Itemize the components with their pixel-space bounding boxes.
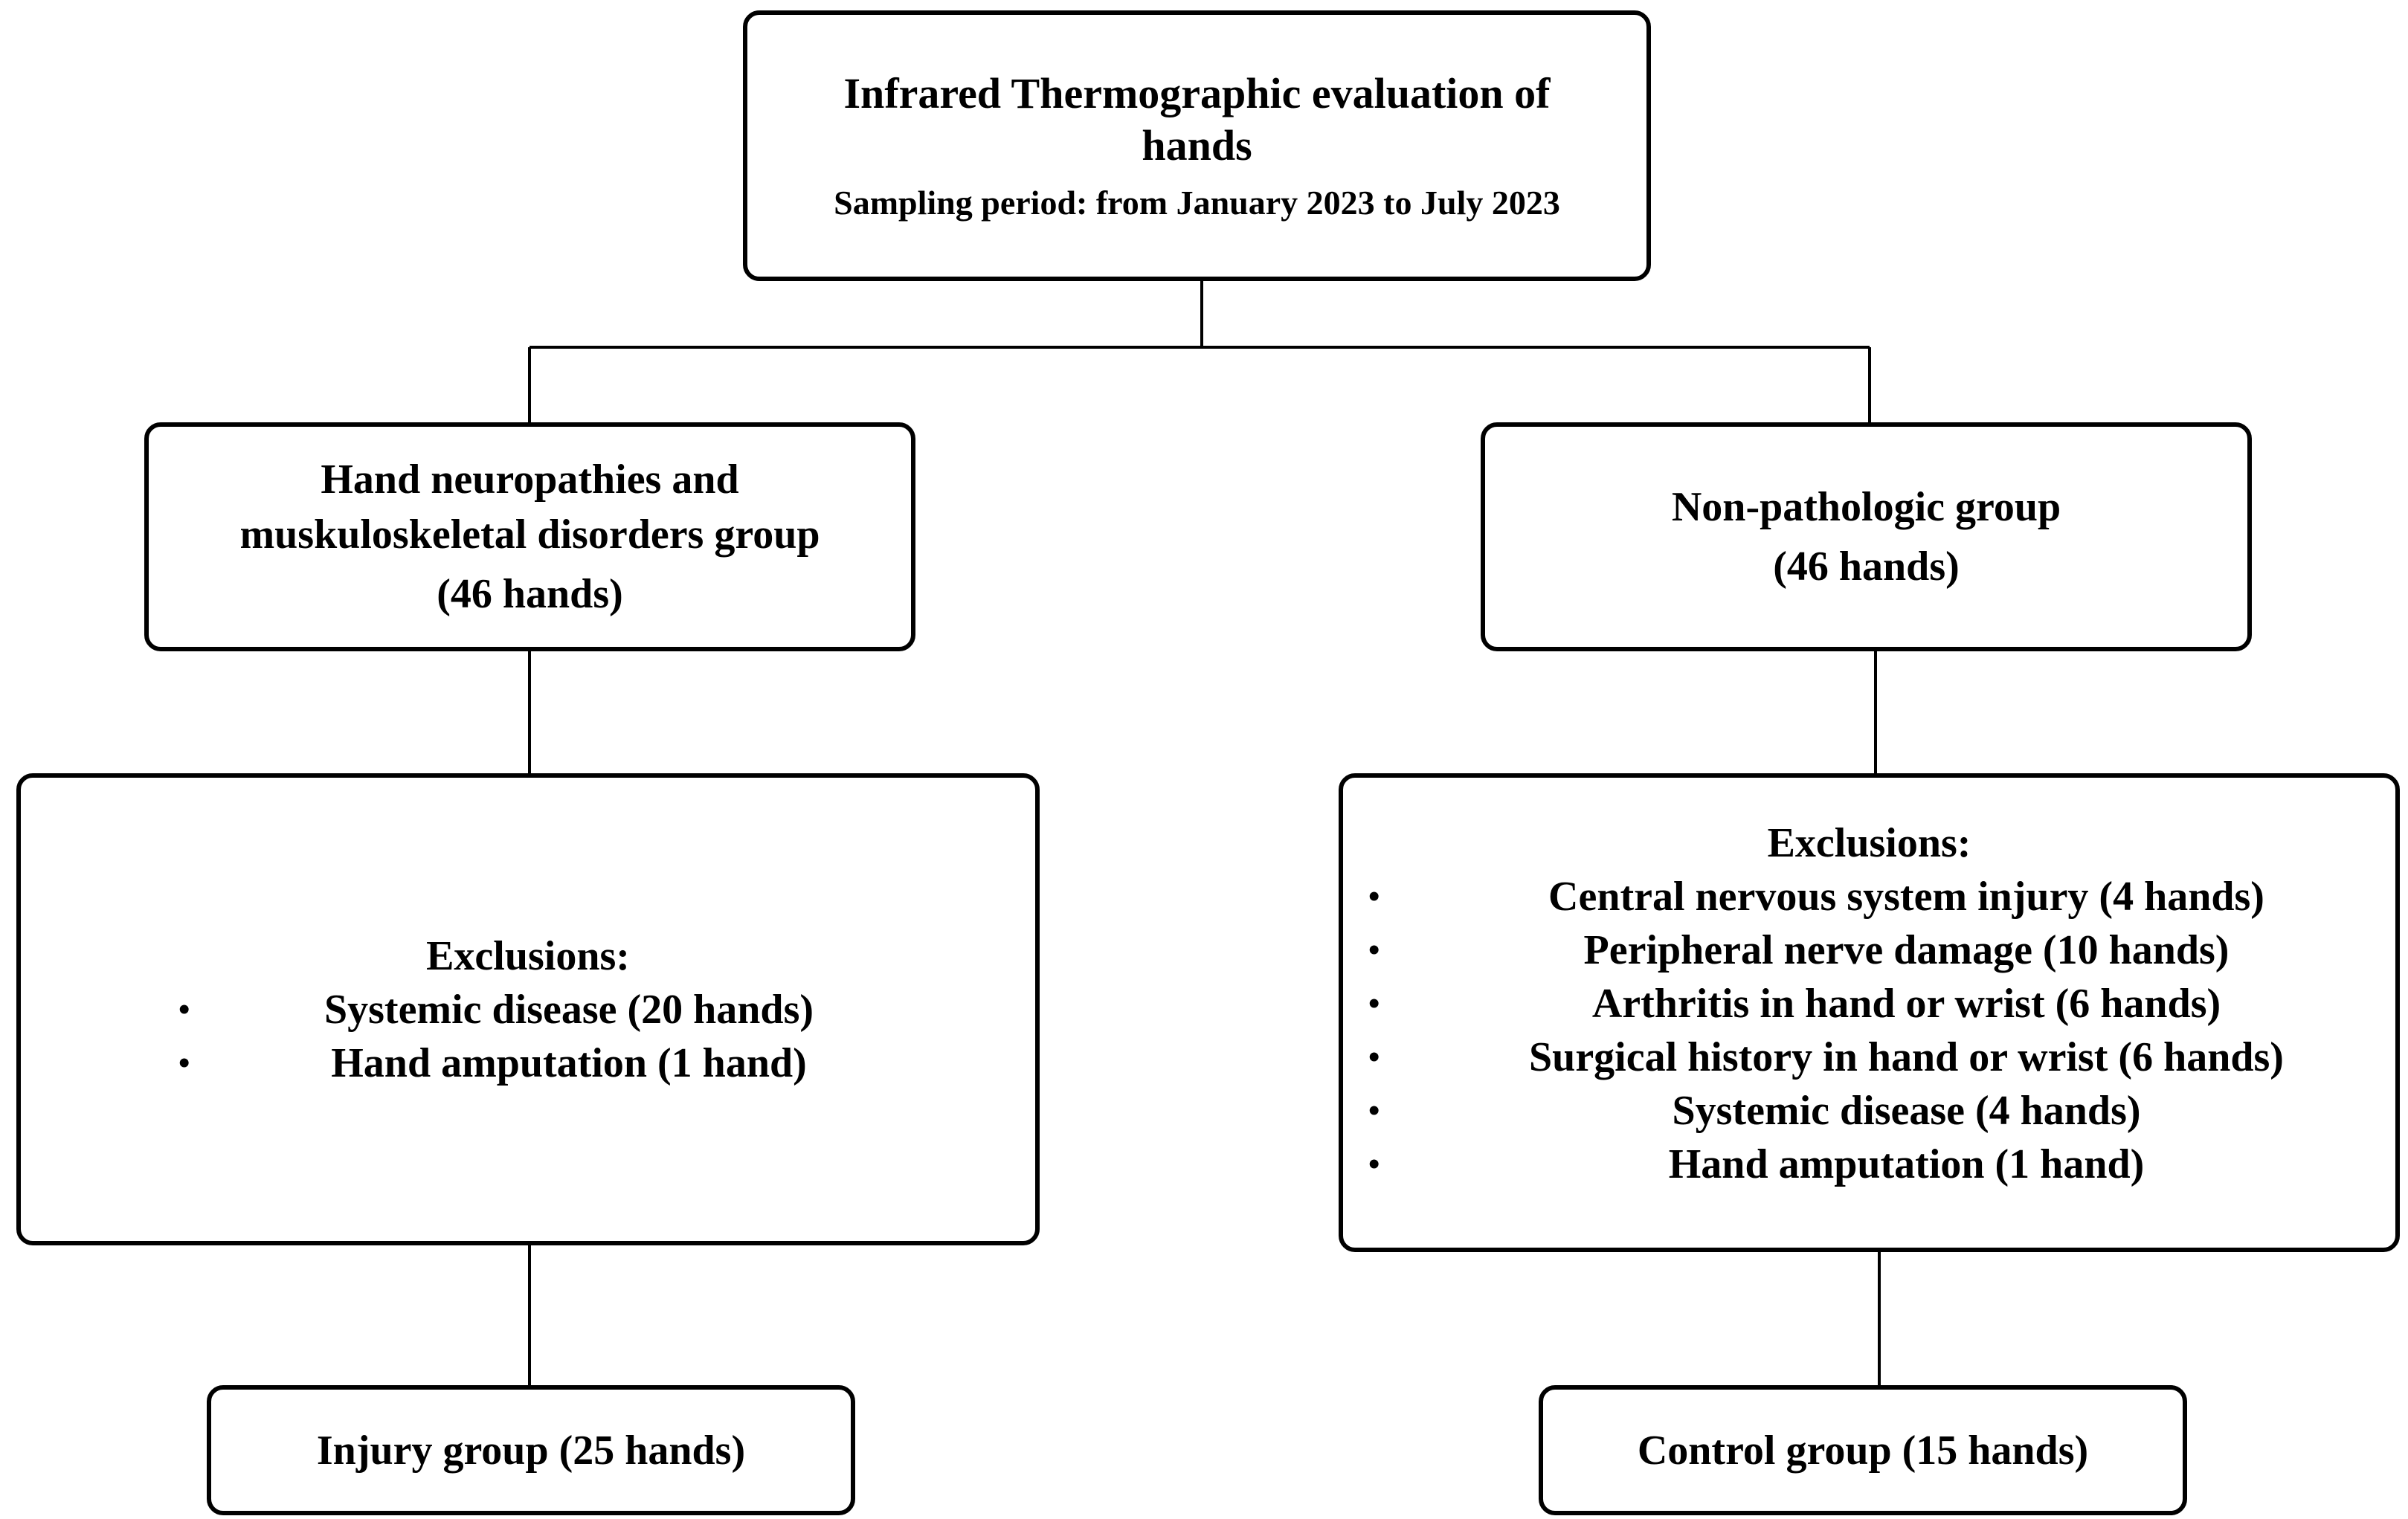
neuropathy-group-count: (46 hands) (437, 571, 623, 617)
exclusion-item-text: Arthritis in hand or wrist (6 hands) (1591, 981, 2221, 1027)
bullet-icon: • (1368, 1039, 1380, 1075)
exclusion-item-text: Hand amputation (1 hand) (331, 1039, 807, 1086)
exclusion-item-text: Systemic disease (4 hands) (1672, 1088, 2141, 1134)
bullet-icon: • (1368, 1146, 1380, 1182)
exclusion-item: • Peripheral nerve damage (10 hands) (1343, 923, 2395, 977)
exclusion-item-text: Surgical history in hand or wrist (6 han… (1529, 1034, 2284, 1080)
right-exclusions-list: • Central nervous system injury (4 hands… (1343, 870, 2395, 1191)
bullet-icon: • (1368, 985, 1380, 1022)
exclusion-item-text: Peripheral nerve damage (10 hands) (1583, 927, 2230, 973)
left-exclusions-heading: Exclusions: (426, 932, 630, 979)
exclusion-item: • Systemic disease (4 hands) (1343, 1084, 2395, 1138)
study-title: Infrared Thermographic evaluation of han… (843, 69, 1551, 170)
study-overview-box: Infrared Thermographic evaluation of han… (743, 10, 1651, 281)
control-group-box: Control group (15 hands) (1539, 1385, 2187, 1515)
bullet-icon: • (1368, 932, 1380, 968)
bullet-icon: • (178, 1044, 190, 1081)
right-exclusions-box: Exclusions: • Central nervous system inj… (1339, 773, 2400, 1252)
exclusion-item: • Central nervous system injury (4 hands… (1343, 870, 2395, 923)
neuropathy-group-title: Hand neuropathies and muskuloskeletal di… (239, 457, 820, 558)
injury-group-label: Injury group (25 hands) (316, 1427, 746, 1474)
exclusion-item: • Surgical history in hand or wrist (6 h… (1343, 1031, 2395, 1084)
exclusion-item-text: Central nervous system injury (4 hands) (1548, 874, 2264, 920)
bullet-icon: • (1368, 878, 1380, 915)
exclusion-item-text: Systemic disease (20 hands) (323, 986, 814, 1033)
non-pathologic-group-box: Non-pathologic group (46 hands) (1481, 422, 2252, 651)
bullet-icon: • (1368, 1092, 1380, 1129)
non-pathologic-group-count: (46 hands) (1773, 544, 1960, 590)
bullet-icon: • (178, 990, 190, 1028)
exclusion-item: • Arthritis in hand or wrist (6 hands) (1343, 977, 2395, 1031)
exclusion-item: • Hand amputation (1 hand) (1343, 1138, 2395, 1191)
right-exclusions-heading: Exclusions: (1767, 820, 1971, 866)
exclusion-item: • Hand amputation (1 hand) (21, 1036, 1035, 1090)
sampling-period: Sampling period: from January 2023 to Ju… (834, 184, 1560, 222)
left-exclusions-box: Exclusions: • Systemic disease (20 hands… (16, 773, 1040, 1245)
exclusion-item-text: Hand amputation (1 hand) (1668, 1141, 2145, 1187)
left-exclusions-list: • Systemic disease (20 hands) • Hand amp… (21, 983, 1035, 1090)
exclusion-item: • Systemic disease (20 hands) (21, 983, 1035, 1036)
non-pathologic-group-title: Non-pathologic group (1671, 484, 2061, 530)
control-group-label: Control group (15 hands) (1637, 1427, 2089, 1474)
injury-group-box: Injury group (25 hands) (207, 1385, 855, 1515)
neuropathy-group-box: Hand neuropathies and muskuloskeletal di… (144, 422, 915, 651)
